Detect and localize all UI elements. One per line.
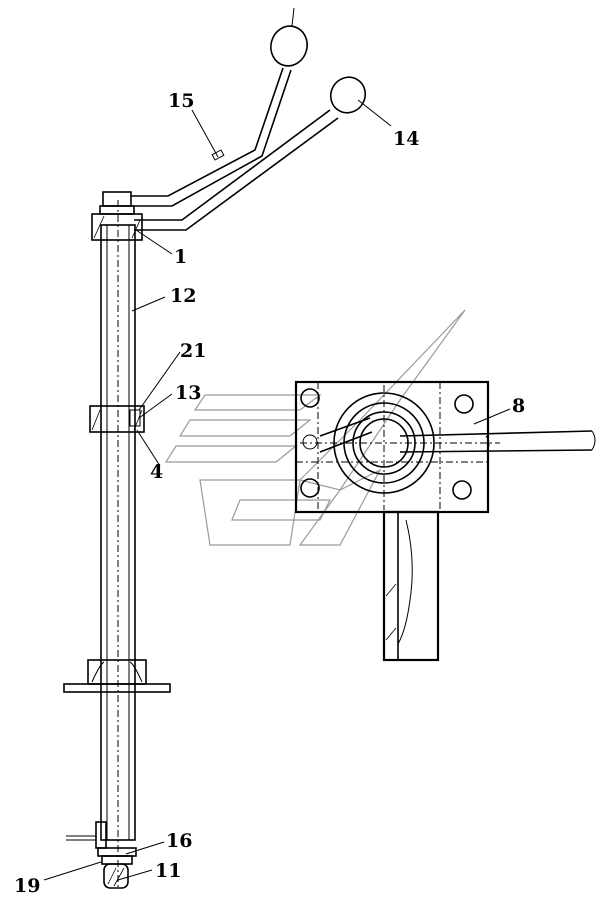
callout-13: 13 xyxy=(175,382,201,404)
callout-16: 16 xyxy=(166,830,192,852)
main-shaft xyxy=(100,200,136,890)
callout-15: 15 xyxy=(168,90,194,112)
callout-12: 12 xyxy=(170,285,196,307)
lever-14 xyxy=(134,76,367,231)
lower-arm xyxy=(382,510,440,662)
shaft-bottom-end xyxy=(66,821,137,889)
callout-1: 1 xyxy=(174,246,187,268)
leader-lines xyxy=(43,99,511,881)
lever-15 xyxy=(131,7,308,207)
top-collar xyxy=(91,191,143,241)
callout-19: 19 xyxy=(14,875,40,897)
callout-8: 8 xyxy=(512,395,525,417)
callout-21: 21 xyxy=(180,340,206,362)
callout-labels: 15 14 1 12 21 13 4 8 16 19 11 xyxy=(14,90,525,897)
horizontal-rod xyxy=(399,430,596,453)
callout-4: 4 xyxy=(150,461,163,483)
middle-bracket xyxy=(89,405,145,433)
callout-11: 11 xyxy=(155,860,181,882)
callout-14: 14 xyxy=(393,128,419,150)
mounting-plate xyxy=(294,380,500,514)
lower-bracket xyxy=(63,659,171,693)
watermark-logo xyxy=(164,309,466,546)
